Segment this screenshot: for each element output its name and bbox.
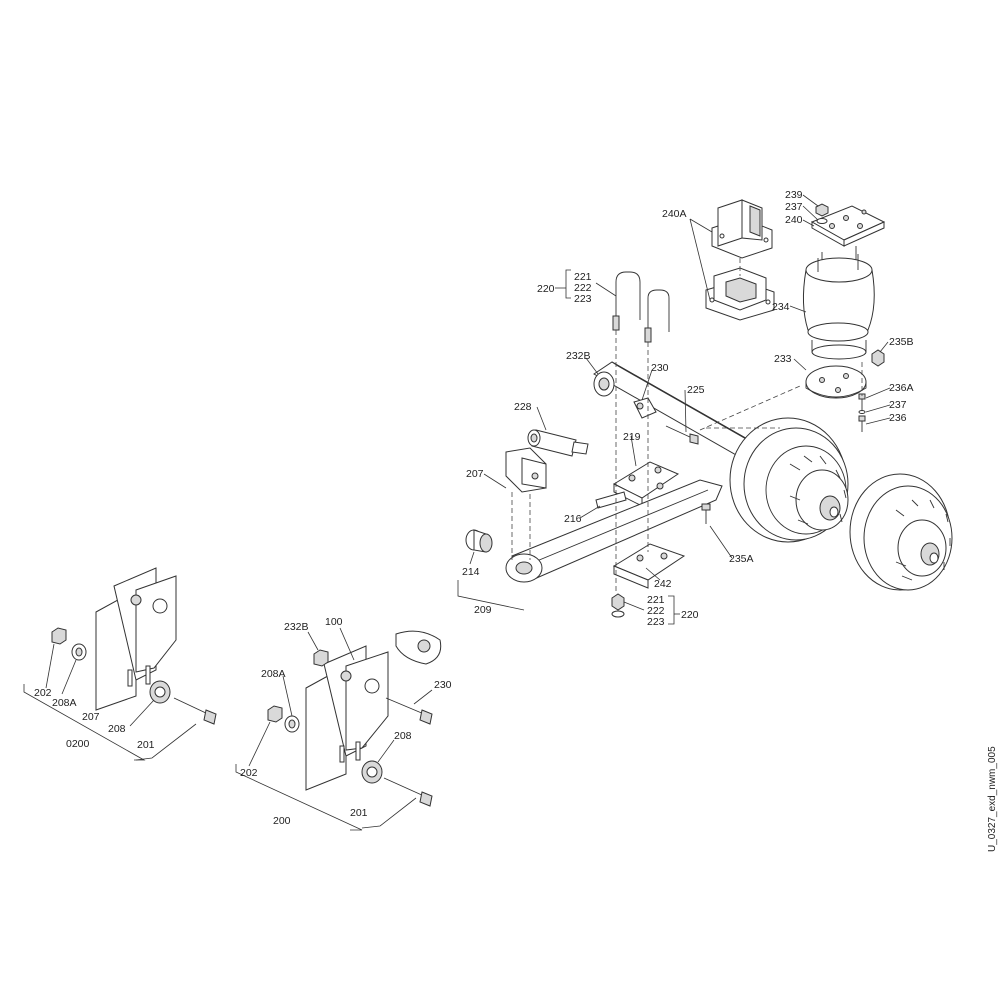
label-223-bottom: 223 <box>647 616 665 628</box>
label-237-top: 237 <box>785 201 803 213</box>
spring-hanger-207 <box>505 447 547 493</box>
bolt-230-mid <box>385 697 433 725</box>
leader-lines <box>23 194 891 831</box>
bolt-201-left <box>173 697 217 725</box>
label-240A: 240A <box>662 208 687 220</box>
washer-208A-mid <box>284 715 300 733</box>
label-240: 240 <box>785 214 803 226</box>
label-222-bottom: 222 <box>647 605 665 617</box>
u-bolt-pair-top <box>612 271 670 343</box>
air-spring-mount-bracket-upper <box>711 199 773 259</box>
label-201-left: 201 <box>137 739 155 751</box>
air-spring-bellows <box>802 254 875 360</box>
label-202-left: 202 <box>34 687 52 699</box>
label-232B-top: 232B <box>566 350 591 362</box>
washer-208A-left <box>71 643 87 661</box>
label-208-mid: 208 <box>394 730 412 742</box>
label-220-top: 220 <box>537 283 555 295</box>
label-237-right: 237 <box>889 399 907 411</box>
label-232B-mid: 232B <box>284 621 309 633</box>
label-219: 219 <box>623 431 641 443</box>
label-208A-left: 208A <box>52 697 77 709</box>
bushing <box>465 529 493 553</box>
shock-bolt <box>665 425 699 445</box>
hanger-assembly-200 <box>305 645 389 791</box>
nut-202-mid <box>267 705 283 723</box>
drawing-id: U_0327_exd_nwm_005 <box>987 746 998 852</box>
trailing-arm-spring <box>505 479 723 583</box>
label-221-top: 221 <box>574 271 592 283</box>
label-221-bottom: 221 <box>647 594 665 606</box>
label-200: 200 <box>273 815 291 827</box>
label-208A-mid: 208A <box>261 668 286 680</box>
label-201-mid: 201 <box>350 807 368 819</box>
shock-bracket <box>633 397 657 419</box>
nut-232B <box>313 649 329 667</box>
label-236: 236 <box>889 412 907 424</box>
label-235B: 235B <box>889 336 914 348</box>
washer-208-mid <box>361 760 383 784</box>
top-plate-nut <box>815 203 829 224</box>
pivot-bushing-100 <box>395 630 442 665</box>
label-209: 209 <box>474 604 492 616</box>
brake-drum-left <box>729 417 849 543</box>
label-230-top: 230 <box>651 362 669 374</box>
air-spring-piston-plate <box>805 365 867 399</box>
label-222-top: 222 <box>574 282 592 294</box>
label-225: 225 <box>687 384 705 396</box>
label-223-top: 223 <box>574 293 592 305</box>
bottom-plate <box>612 543 686 589</box>
label-236A: 236A <box>889 382 914 394</box>
shock-absorber <box>527 429 589 457</box>
label-214: 214 <box>462 566 480 578</box>
nut-202-left <box>51 627 67 645</box>
label-207-top: 207 <box>466 468 484 480</box>
spring-spacer-216 <box>595 491 627 509</box>
assembly-guide-lines <box>511 258 863 594</box>
air-spring-mount-bracket-lower <box>705 267 775 321</box>
label-234: 234 <box>772 301 790 313</box>
axle-seat <box>612 461 680 507</box>
hanger-assembly-0200 <box>95 567 177 711</box>
bottom-nut-washer <box>611 593 625 618</box>
axle-tube-end <box>593 371 615 397</box>
piston-nut <box>871 349 885 367</box>
label-100: 100 <box>325 616 343 628</box>
label-220-bottom: 220 <box>681 609 699 621</box>
label-208-left: 208 <box>108 723 126 735</box>
label-235A: 235A <box>729 553 754 565</box>
washer-208-left <box>149 680 171 704</box>
brake-drum-right <box>849 473 953 591</box>
label-239: 239 <box>785 189 803 201</box>
label-230-mid: 230 <box>434 679 452 691</box>
bolt-235A <box>701 503 711 524</box>
label-216: 216 <box>564 513 582 525</box>
label-228: 228 <box>514 401 532 413</box>
label-242: 242 <box>654 578 672 590</box>
piston-bolts <box>858 393 866 432</box>
label-202-mid: 202 <box>240 767 258 779</box>
label-0200: 0200 <box>66 738 90 750</box>
part-labels: 220 221 222 223 240A 239 237 240 234 232… <box>34 189 914 827</box>
label-233: 233 <box>774 353 792 365</box>
bolt-201-mid <box>383 777 433 807</box>
label-207-left: 207 <box>82 711 100 723</box>
